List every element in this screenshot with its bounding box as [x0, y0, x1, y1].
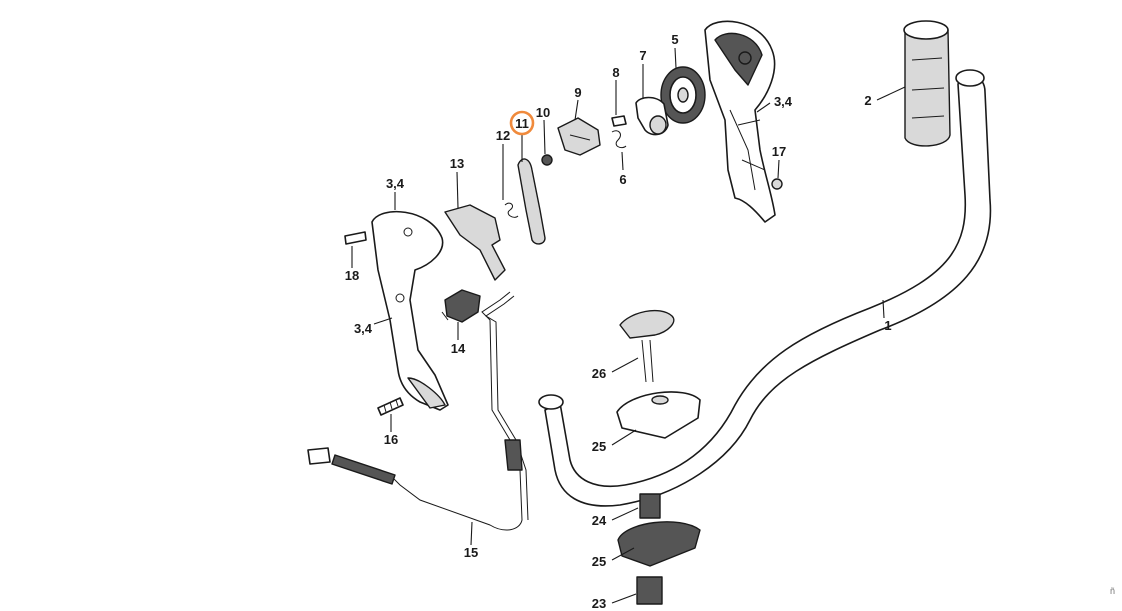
- leader-3-4-right: [756, 102, 771, 113]
- part-25-clamp-upper: [616, 391, 701, 439]
- corner-mark: ñ: [1110, 586, 1115, 596]
- label-11[interactable]: 11: [515, 116, 529, 131]
- label-9[interactable]: 9: [574, 85, 581, 100]
- label-23[interactable]: 23: [592, 596, 606, 611]
- label-2[interactable]: 2: [864, 93, 871, 108]
- label-26[interactable]: 26: [592, 366, 606, 381]
- label-18[interactable]: 18: [345, 268, 359, 283]
- part-17-nut: [771, 178, 783, 190]
- leader-15: [470, 521, 473, 546]
- label-3-4-right[interactable]: 3,4: [774, 94, 793, 109]
- part-23-spring: [636, 576, 663, 605]
- part-11-trigger: [517, 158, 546, 245]
- part-12-spring: [504, 202, 519, 218]
- label-3-4-top-left[interactable]: 3,4: [386, 176, 405, 191]
- part-3-4-housing-left: [371, 210, 449, 411]
- label-15[interactable]: 15: [464, 545, 478, 560]
- part-6-spring: [611, 130, 627, 149]
- part-8-pin: [611, 115, 627, 127]
- leader-23: [611, 593, 637, 604]
- label-3-4-mid-left[interactable]: 3,4: [354, 321, 373, 336]
- leader-1: [882, 299, 885, 319]
- leader-10: [543, 119, 546, 155]
- leader-5: [674, 47, 677, 69]
- leader-6: [621, 151, 624, 171]
- leader-2: [876, 86, 906, 101]
- part-7-clip: [635, 96, 669, 136]
- part-18-screw: [344, 231, 367, 245]
- highlight-ring-11: [509, 110, 535, 136]
- leader-9: [574, 99, 579, 121]
- label-13[interactable]: 13: [450, 156, 464, 171]
- label-10[interactable]: 10: [536, 105, 550, 120]
- label-1[interactable]: 1: [884, 318, 891, 333]
- part-25-clamp-lower: [617, 521, 701, 567]
- part-16-screw: [377, 397, 404, 416]
- label-8[interactable]: 8: [612, 65, 619, 80]
- part-14-switch: [441, 289, 481, 323]
- label-25-bottom[interactable]: 25: [592, 554, 606, 569]
- leader-17: [777, 159, 780, 179]
- part-5-wheel: [660, 66, 706, 124]
- label-12[interactable]: 12: [496, 128, 510, 143]
- part-1-handle-tube: [538, 69, 992, 507]
- leader-26: [611, 357, 639, 373]
- part-2-grip: [903, 20, 951, 147]
- leader-24: [611, 507, 639, 521]
- leader-13: [456, 171, 459, 209]
- label-14[interactable]: 14: [451, 341, 466, 356]
- label-7[interactable]: 7: [639, 48, 646, 63]
- part-3-4-housing-right: [704, 20, 776, 223]
- label-25-top[interactable]: 25: [592, 439, 606, 454]
- label-5[interactable]: 5: [671, 32, 678, 47]
- part-24-spring: [639, 493, 661, 519]
- part-26-knob: [619, 309, 675, 383]
- label-24[interactable]: 24: [592, 513, 607, 528]
- label-6[interactable]: 6: [619, 172, 626, 187]
- label-17[interactable]: 17: [772, 144, 786, 159]
- leader-25-top: [611, 429, 637, 446]
- part-labels: 1 2 3,4 3,4 3,4 5 6 7 8 9 10 11 12 13 14…: [345, 32, 892, 611]
- part-9-lever: [557, 117, 601, 156]
- part-15-cable: [307, 291, 529, 531]
- leader-3-4-mid-left: [373, 317, 393, 325]
- part-10-screw: [541, 154, 553, 166]
- part-13-switch-lever: [444, 204, 506, 281]
- leader-25-bottom: [611, 547, 635, 561]
- label-16[interactable]: 16: [384, 432, 398, 447]
- leader-lines: [351, 47, 906, 604]
